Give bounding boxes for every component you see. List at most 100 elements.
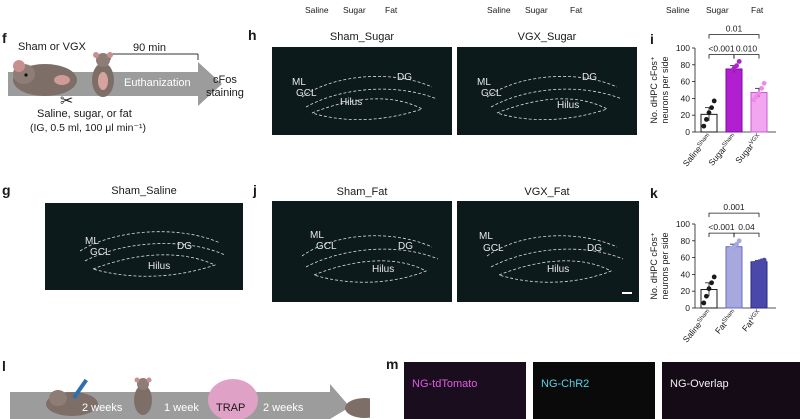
data-point [734, 63, 739, 69]
data-point [756, 90, 762, 96]
region-ml: ML [477, 77, 491, 88]
data-point [754, 94, 759, 100]
y-tick-label: 40 [681, 93, 691, 103]
region-gcl: GCL [296, 88, 317, 99]
y-tick-label: 80 [681, 60, 691, 70]
x-tick-label: SugarVGX [733, 132, 763, 166]
bar [725, 246, 743, 309]
top-label: Saline [666, 5, 690, 15]
region-ml: ML [292, 77, 306, 88]
timeline-period: 1 week [164, 402, 199, 414]
significance-bracket [733, 54, 760, 59]
data-point [704, 117, 709, 122]
panel-letter: i [650, 31, 654, 47]
data-point [759, 85, 764, 91]
region-gcl: GCL [481, 88, 502, 99]
region-gcl: GCL [483, 243, 504, 254]
p-value-label: 0.010 [736, 44, 758, 54]
micrograph-title: VGX_Fat [524, 186, 570, 198]
treatment-label: Saline, sugar, or fat [37, 108, 132, 120]
y-tick-label: 40 [681, 269, 691, 279]
data-point [761, 257, 767, 263]
region-dg: DG [397, 72, 412, 83]
data-point [706, 110, 712, 116]
data-point [704, 293, 709, 299]
panel-letter: f [2, 30, 7, 46]
data-point [726, 72, 732, 78]
data-point [726, 249, 732, 255]
data-point [701, 123, 707, 129]
data-point [711, 274, 717, 280]
micrograph-sham-sugar: ML GCL DG Hilus [272, 47, 452, 135]
significance-bracket [733, 232, 760, 238]
hippocampus-outline [486, 76, 623, 121]
micrograph-label: NG-tdTomato [412, 378, 478, 390]
region-gcl: GCL [316, 241, 337, 252]
region-hilus: Hilus [340, 97, 363, 108]
region-dg: DG [177, 241, 192, 252]
region-dg: DG [587, 243, 602, 254]
micrograph-title: Sham_Sugar [329, 31, 395, 43]
significance-bracket [708, 54, 735, 59]
group-label: Sham or VGX [18, 41, 86, 53]
data-point [711, 98, 717, 104]
micrograph-sham-saline: ML GCL DG Hilus [45, 203, 243, 290]
y-tick-label: 60 [681, 77, 691, 87]
micrograph-ng-tdtomato: NG-tdTomato [404, 362, 526, 419]
hippocampus-outline [486, 235, 632, 294]
data-point [761, 80, 767, 86]
micrograph-vgx-fat: ML GCL DG Hilus [457, 201, 639, 302]
hippocampus-outline [301, 235, 439, 283]
svg-text:✂: ✂ [60, 91, 73, 110]
micrograph-label: NG-Overlap [670, 378, 729, 390]
significance-bracket [708, 34, 760, 39]
panel-letter: l [2, 358, 6, 374]
protocol-diagram: ✂ [8, 52, 222, 110]
hippocampus-outline [301, 76, 438, 121]
data-point [751, 97, 757, 103]
y-tick-label: 0 [685, 303, 690, 313]
x-tick-label: SalineSham [681, 308, 714, 345]
euthanization-step: Euthanization [124, 77, 191, 89]
bar [750, 261, 768, 309]
data-point [736, 59, 742, 64]
x-tick-label: SugarSham [706, 132, 738, 168]
panel-letter: j [253, 182, 257, 198]
p-value-label: <0.001 [708, 44, 735, 54]
p-value-label: 0.01 [726, 24, 743, 34]
micrograph-title: Sham_Saline [111, 185, 177, 197]
top-label: Saline [305, 5, 329, 15]
data-point [734, 241, 739, 247]
micrograph-label: NG-ChR2 [541, 378, 590, 390]
region-hilus: Hilus [557, 100, 580, 111]
y-axis-label: No. dHPC cFos⁺neurons per side [649, 56, 670, 124]
data-point [701, 300, 707, 306]
region-gcl: GCL [90, 247, 111, 258]
y-axis-label: No. dHPC cFos⁺neurons per side [649, 232, 670, 300]
data-point [736, 238, 742, 244]
treatment-detail: (IG, 0.5 ml, 100 μl min⁻¹) [30, 122, 147, 134]
x-tick-label: FatVGX [740, 308, 764, 334]
data-point [729, 69, 734, 74]
micrograph-ng-chr2: NG-ChR2 [533, 362, 655, 419]
region-hilus: Hilus [148, 261, 171, 272]
significance-bracket [708, 212, 760, 218]
micrograph-title: VGX_Sugar [517, 31, 577, 43]
region-hilus: Hilus [372, 264, 395, 275]
region-dg: DG [398, 241, 413, 252]
panel-letter: h [248, 27, 257, 43]
region-ml: ML [310, 230, 324, 241]
y-tick-label: 80 [681, 236, 691, 246]
top-label: Saline [487, 5, 511, 15]
top-label: Fat [570, 5, 583, 15]
p-value-label: 0.04 [738, 222, 755, 232]
data-point [706, 286, 712, 292]
top-label: Sugar [706, 5, 729, 15]
region-ml: ML [85, 236, 99, 247]
y-tick-label: 20 [681, 286, 691, 296]
region-dg: DG [582, 72, 597, 83]
y-tick-label: 100 [676, 43, 690, 53]
timeline-diagram [10, 377, 370, 419]
